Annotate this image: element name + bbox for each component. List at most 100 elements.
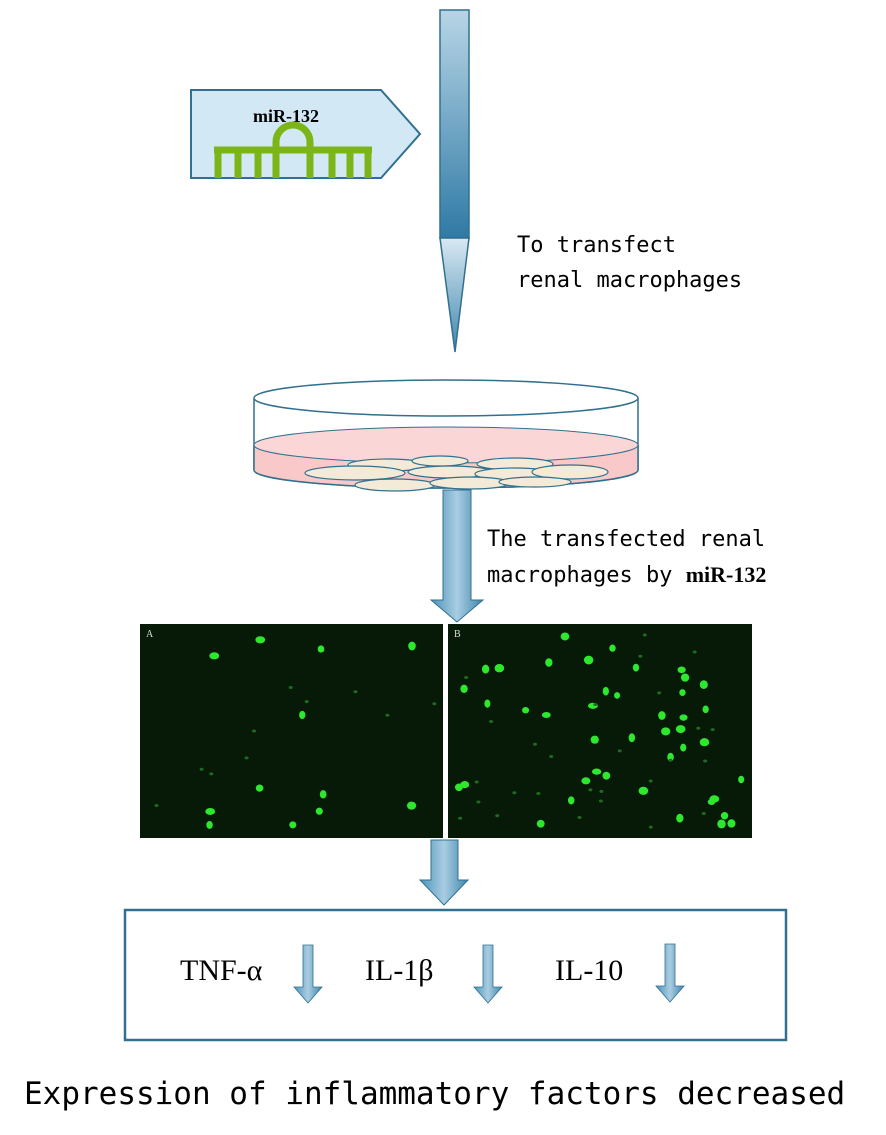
fluorescent-cell (408, 641, 416, 651)
fluorescent-cell (648, 825, 653, 829)
fluorescent-cell (315, 807, 323, 815)
fluorescent-cell (289, 821, 297, 829)
fluorescent-cell (304, 700, 309, 704)
fluorescent-cell (385, 713, 390, 717)
fluorescent-cell (679, 689, 686, 696)
fluorescent-cell (244, 756, 249, 760)
fluorescent-cell (702, 705, 709, 714)
fluorescent-cell (255, 784, 264, 792)
cells (304, 455, 609, 492)
petri-dish-icon (253, 379, 639, 492)
fluorescent-cell (255, 636, 266, 644)
fluorescent-cell (599, 789, 604, 793)
fluorescent-cell (642, 633, 647, 637)
fluorescent-cell (512, 791, 517, 795)
fluorescent-cell (199, 767, 204, 771)
fluorescent-cell (464, 675, 469, 679)
fluorescent-cell (494, 663, 505, 673)
fluorescent-cell (481, 664, 490, 674)
fluorescent-cell (299, 710, 306, 720)
fluorescent-cell (581, 777, 591, 785)
fluorescent-cell (458, 816, 463, 820)
fluorescent-cell (495, 814, 500, 818)
fluorescent-cell (717, 819, 726, 829)
fluorescent-cell (648, 779, 653, 783)
fluorescent-cell (541, 711, 551, 719)
fluorescent-cell (661, 727, 671, 736)
fluorescent-cell (549, 755, 554, 759)
pipette-icon (439, 9, 470, 353)
fluorescent-cell (154, 803, 159, 807)
fluorescent-cell (668, 758, 673, 762)
fluorescent-cell (432, 702, 437, 706)
fluorescent-cell (720, 812, 729, 820)
fluorescent-cell (617, 749, 622, 753)
fluorescent-cell (632, 663, 640, 672)
fluorescent-cell (591, 768, 602, 775)
decrease-arrow-icon (293, 944, 323, 1004)
fluorescent-cell (522, 706, 530, 714)
fluorescent-cell (476, 800, 481, 804)
fluorescent-cell (699, 738, 710, 747)
fluorescent-cell (536, 792, 541, 796)
factor-il10: IL-10 (555, 954, 623, 987)
mirna-label: miR-132 (253, 106, 319, 126)
factor-tnf-alpha: TNF-α (180, 954, 263, 987)
conclusion-text: Expression of inflammatory factors decre… (24, 1076, 845, 1112)
fluorescent-cell (727, 819, 736, 828)
fluorescent-cell (209, 652, 220, 660)
decrease-arrow-icon (473, 944, 503, 1004)
panel-label-b: B (454, 629, 461, 640)
fluorescent-cell (710, 728, 715, 732)
fluorescent-cell (679, 714, 688, 721)
factors-box (123, 908, 788, 1042)
fluorescent-cell (598, 799, 603, 803)
fluorescent-cell (658, 711, 666, 720)
fluorescent-cell (692, 650, 697, 654)
fluorescent-cell (667, 752, 674, 762)
step1-line2: renal macrophages (517, 268, 742, 293)
fluorescent-cell (319, 790, 327, 799)
fluorescent-cell (567, 796, 575, 805)
factor-il1-beta: IL-1β (365, 954, 434, 987)
fluorescent-cell (609, 644, 616, 652)
fluorescent-cell (560, 632, 570, 641)
fluorescent-cell (206, 820, 213, 829)
decrease-arrow-icon (655, 943, 685, 1003)
fluorescent-cell (536, 819, 545, 828)
fluorescent-cell (680, 673, 690, 682)
fluorescence-panel-b: B (448, 624, 752, 838)
fluorescent-cell (474, 780, 479, 784)
fluorescent-cell (460, 781, 470, 789)
fluorescent-cell (484, 699, 491, 708)
fluorescent-cell (533, 742, 538, 746)
fluorescent-cell (590, 735, 599, 744)
fluorescent-cell (696, 726, 701, 730)
fluorescent-cell (353, 690, 358, 694)
fluorescent-cell (489, 719, 494, 723)
fluorescent-cell (251, 729, 256, 733)
fluorescent-cell (588, 788, 593, 792)
fluorescent-cell (460, 684, 468, 693)
step2-line2: macrophages by miR-132 (487, 562, 766, 588)
fluorescent-cell (677, 666, 686, 674)
fluorescent-cell (657, 691, 662, 695)
fluorescent-cell (317, 645, 325, 653)
fluorescent-cell (638, 654, 643, 658)
fluorescent-cell (675, 725, 686, 734)
fluorescent-cell (209, 772, 214, 776)
step2-line1: The transfected renal (487, 527, 765, 552)
fluorescent-cell (676, 813, 684, 823)
fluorescent-cell (614, 692, 621, 699)
fluorescent-cell (593, 702, 598, 706)
fluorescent-cell (628, 733, 636, 743)
down-arrow-icon (429, 489, 485, 623)
fluorescent-cell (288, 686, 293, 690)
fluorescent-cell (703, 759, 708, 763)
fluorescent-cell (701, 811, 706, 815)
fluorescent-cell (577, 815, 582, 819)
fluorescent-cell (709, 795, 720, 803)
fluorescent-cell (638, 786, 649, 795)
fluorescent-cell (699, 680, 708, 689)
